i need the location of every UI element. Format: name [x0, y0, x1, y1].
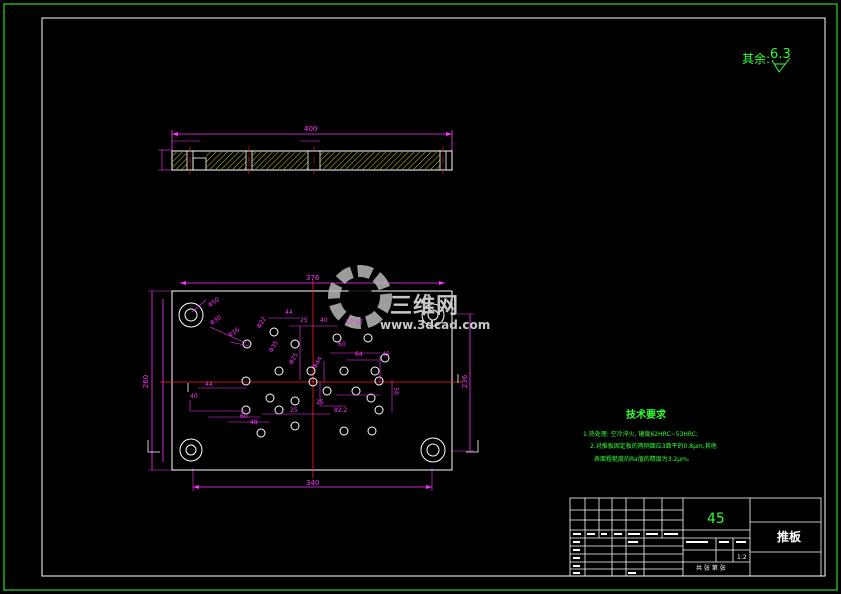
- dim-plan-width-upper: 376: [306, 274, 320, 282]
- roughness-symbol-icon: [771, 58, 791, 73]
- section-view: [158, 130, 453, 174]
- roughness-prefix: 其余:: [742, 52, 771, 66]
- dim-internal-0: 44: [285, 309, 293, 316]
- tech-req-line3: 表面粗糙度的Ra值的精度为3.2μm。: [594, 456, 693, 463]
- tech-req-title: 技术要求: [626, 410, 666, 421]
- roughness-note: 其余:6.3: [742, 47, 791, 66]
- tech-req-line1: 1.热处理: 空冷淬火, 硬度62HRC~53HRC;: [583, 431, 698, 438]
- dim-internal-2: 40: [320, 317, 328, 324]
- dim-internal-11: 44: [205, 381, 213, 388]
- dim-internal-5: 82.2: [334, 407, 348, 414]
- inner-frame: [41, 17, 826, 577]
- watermark-url: www.3dcad.com: [380, 318, 491, 332]
- dim-plan-width-lower: 340: [306, 479, 320, 487]
- dim-internal-6: 64: [355, 351, 363, 358]
- watermark-logo-icon: [328, 265, 392, 329]
- dim-internal-1: 25: [300, 317, 308, 324]
- dim-internal-13: 40: [190, 393, 198, 400]
- dim-internal-10: 25: [290, 407, 298, 414]
- roughness-value: 6.3: [770, 47, 791, 62]
- dim-internal-4: 57.67: [346, 319, 364, 326]
- scale-value: 1:2: [737, 554, 747, 561]
- material-label: 45: [707, 511, 725, 527]
- tech-req-line2: 2.对推板固定板的两侧面应3面平的0.8μm;其他: [590, 443, 717, 450]
- dim-internal-3: 60: [338, 341, 346, 348]
- dim-top-width: 400: [304, 125, 318, 133]
- dim-internal-14: 48: [250, 419, 258, 426]
- sheet-info: 共 张 第 张: [696, 565, 726, 572]
- dim-plan-height-left: 260: [142, 374, 151, 389]
- dim-internal-7: 45: [382, 351, 390, 358]
- part-name: 推板: [777, 530, 802, 544]
- dim-plan-height-right: 236: [461, 374, 470, 389]
- dim-internal-8: 95: [393, 387, 401, 395]
- title-block: [569, 497, 822, 577]
- outer-frame: [3, 3, 838, 591]
- dim-internal-9: 25: [316, 399, 324, 406]
- watermark-brand: 三维网: [390, 294, 460, 319]
- dim-internal-12: 60: [240, 413, 248, 420]
- plan-view: [147, 280, 479, 491]
